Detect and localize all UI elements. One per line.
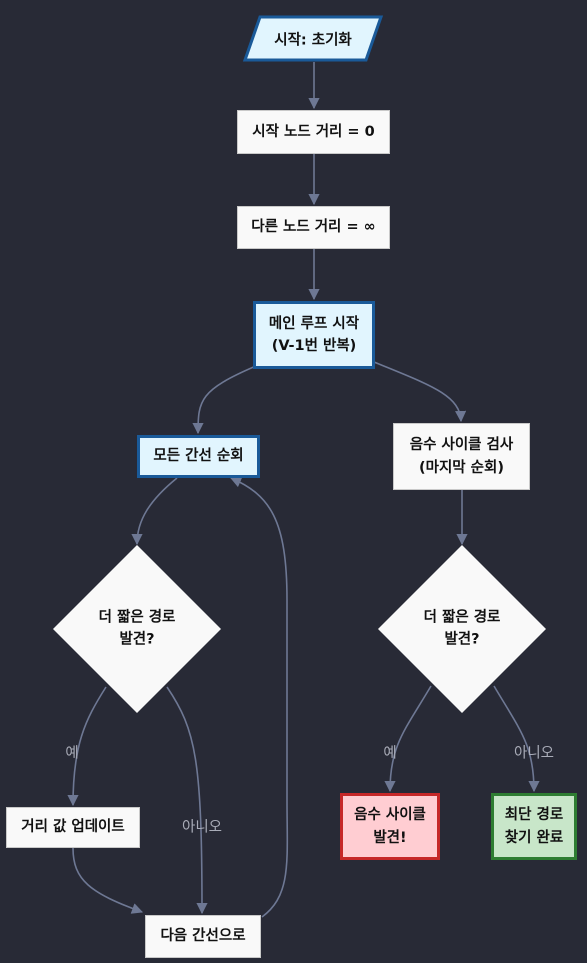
edge-main-loop-to-check-negative [373,361,467,423]
edge-main-loop-to-iterate-edges [192,365,257,435]
decision-left-label: 더 짧은 경로 발견? [98,609,176,648]
edge-update-to-next-edge [72,847,144,914]
main-loop-node: 메인 루프 시작 (V-1번 반복) [253,301,375,369]
edge-question-right-yes [384,685,432,793]
edge-label-no-right: 아니오 [513,745,555,762]
edge-question-left-yes [67,686,107,807]
init-start-node: 시작 노드 거리 = 0 [237,110,390,154]
start-node-label: 시작: 초기화 [274,32,352,49]
decision-diamond-right [378,545,546,713]
edge-question-left-no [166,686,208,915]
check-negative-node: 음수 사이클 검사 (마지막 순회) [393,423,530,490]
start-parallelogram [242,15,384,62]
edge-label-yes-left: 예 [65,745,79,762]
update-distance-node: 거리 값 업데이트 [6,807,140,848]
edge-iterate-edges-to-question-left [131,477,178,546]
edge-question-right-no [493,685,540,793]
shortest-path-done-node: 최단 경로 찾기 완료 [491,793,577,860]
edge-label-yes-right: 예 [383,745,397,762]
iterate-edges-node: 모든 간선 순회 [137,435,260,478]
decision-right-label: 더 짧은 경로 발견? [423,609,501,648]
negative-cycle-found-node: 음수 사이클 발견! [340,793,440,860]
edge-label-no-left: 아니오 [181,819,223,836]
decision-diamond-left [53,545,221,713]
edge-next-edge-loop-back [229,476,289,918]
init-others-node: 다른 노드 거리 = ∞ [237,206,390,249]
next-edge-node: 다음 간선으로 [145,915,261,958]
